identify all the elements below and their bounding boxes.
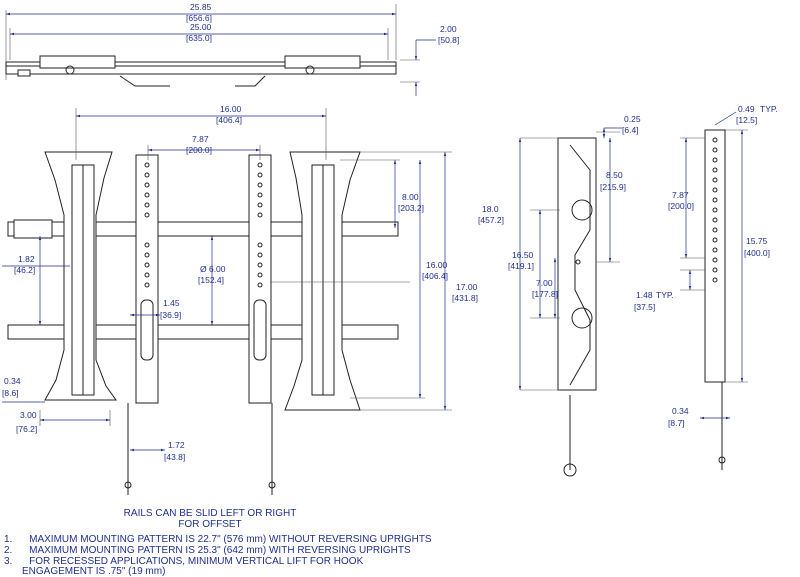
hole-pitch-in: 1.48 bbox=[636, 290, 653, 300]
outer-height-in: 17.00 bbox=[456, 282, 478, 292]
bottom-width-in: 3.00 bbox=[20, 410, 37, 420]
slot-width-mm: [36.9] bbox=[160, 310, 181, 320]
upper-offset-in: 8.00 bbox=[402, 192, 419, 202]
rail-spacing-in: Ø 6.00 bbox=[200, 264, 226, 274]
height-in: 15.75 bbox=[746, 236, 768, 246]
upright-spacing-mm: [406.4] bbox=[216, 115, 242, 125]
foot-width-mm: [43.8] bbox=[164, 452, 185, 462]
upright-profile bbox=[704, 129, 726, 383]
top-typ-mm: [12.5] bbox=[736, 115, 757, 125]
depth-in: 2.00 bbox=[440, 24, 457, 34]
bottom-in: 0.34 bbox=[672, 406, 689, 416]
left-upright bbox=[135, 154, 159, 404]
note-3-text: FOR RECESSED APPLICATIONS, MINIMUM VERTI… bbox=[29, 556, 364, 567]
outer-height-mm: [431.8] bbox=[452, 293, 478, 303]
hole-span-mm: [200.0] bbox=[668, 201, 694, 211]
slot-width-in: 1.45 bbox=[163, 298, 180, 308]
lower-rail bbox=[7, 324, 399, 340]
overall-height-in: 18.0 bbox=[482, 204, 499, 214]
caption-line-1: RAILS CAN BE SLID LEFT OR RIGHT bbox=[123, 508, 297, 519]
front-view: 16.00 [406.4] 7.87 [200.0] 8.00 [203.2] … bbox=[2, 104, 478, 495]
rail-spacing-mm: [152.4] bbox=[198, 275, 224, 285]
depth-mm: [50.8] bbox=[438, 35, 459, 45]
note-1-text: MAXIMUM MOUNTING PATTERN IS 22.7" (576 m… bbox=[29, 534, 432, 545]
note-2-number: 2. bbox=[4, 545, 13, 556]
upper-hook-in: 8.50 bbox=[606, 170, 623, 180]
hole-span-in: 7.87 bbox=[672, 190, 689, 200]
half-spacing-mm: [200.0] bbox=[186, 145, 212, 155]
rail-width-in: 25.00 bbox=[190, 22, 212, 32]
hole-pitch-label: TYP. bbox=[656, 290, 674, 300]
top-typ-label: TYP. bbox=[760, 104, 778, 114]
rail-height-mm: [46.2] bbox=[14, 265, 35, 275]
overall-width-in: 25.85 bbox=[190, 2, 212, 12]
half-spacing-in: 7.87 bbox=[192, 134, 209, 144]
foot-width-in: 1.72 bbox=[168, 440, 185, 450]
edge-offset-in: 0.34 bbox=[4, 376, 21, 386]
bottom-mm: [8.7] bbox=[668, 418, 685, 428]
rail-height-in: 1.82 bbox=[18, 254, 35, 264]
rail-width-mm: [635.0] bbox=[186, 33, 212, 43]
hook-gap-mm: [177.8] bbox=[532, 289, 558, 299]
hook-span-mm: [419.1] bbox=[508, 261, 534, 271]
hook-gap-in: 7.00 bbox=[536, 278, 553, 288]
caption-line-2: FOR OFFSET bbox=[178, 519, 242, 530]
inner-height-mm: [406.4] bbox=[422, 271, 448, 281]
height-mm: [400.0] bbox=[744, 248, 770, 258]
side-view: 18.0 [457.2] 16.50 [419.1] 7.00 [177.8] … bbox=[478, 114, 641, 477]
note-2-text: MAXIMUM MOUNTING PATTERN IS 25.3" (642 m… bbox=[29, 545, 411, 556]
bottom-width-mm: [76.2] bbox=[16, 424, 37, 434]
rail-slide-caption: RAILS CAN BE SLID LEFT OR RIGHT FOR OFFS… bbox=[115, 508, 305, 530]
upper-offset-mm: [203.2] bbox=[398, 203, 424, 213]
note-1: 1. MAXIMUM MOUNTING PATTERN IS 22.7" (57… bbox=[4, 534, 432, 545]
upper-hook-mm: [215.9] bbox=[600, 182, 626, 192]
upright-view: 7.87 [200.0] 15.75 [400.0] 0.49 TYP. [12… bbox=[634, 104, 778, 470]
note-3-number: 3. bbox=[4, 556, 13, 567]
overall-height-mm: [457.2] bbox=[478, 215, 504, 225]
right-upright bbox=[248, 154, 272, 404]
note-3: 3. FOR RECESSED APPLICATIONS, MINIMUM VE… bbox=[4, 556, 363, 567]
upright-spacing-in: 16.00 bbox=[220, 104, 242, 114]
hook-span-in: 16.50 bbox=[512, 250, 534, 260]
upper-rail bbox=[7, 221, 399, 237]
note-1-number: 1. bbox=[4, 534, 13, 545]
top-view: 25.85 [656.6] 25.00 [635.0] 2.00 [50.8] bbox=[5, 2, 459, 96]
top-offset-mm: [6.4] bbox=[622, 125, 639, 135]
top-offset-in: 0.25 bbox=[624, 114, 641, 124]
note-2: 2. MAXIMUM MOUNTING PATTERN IS 25.3" (64… bbox=[4, 545, 411, 556]
inner-height-in: 16.00 bbox=[426, 260, 448, 270]
hole-pitch-mm: [37.5] bbox=[634, 302, 655, 312]
note-3-continuation: ENGAGEMENT IS .75" (19 mm) bbox=[22, 566, 166, 577]
top-typ-in: 0.49 bbox=[738, 104, 755, 114]
overall-width-mm: [656.6] bbox=[186, 13, 212, 23]
edge-offset-mm: [8.6] bbox=[2, 388, 19, 398]
